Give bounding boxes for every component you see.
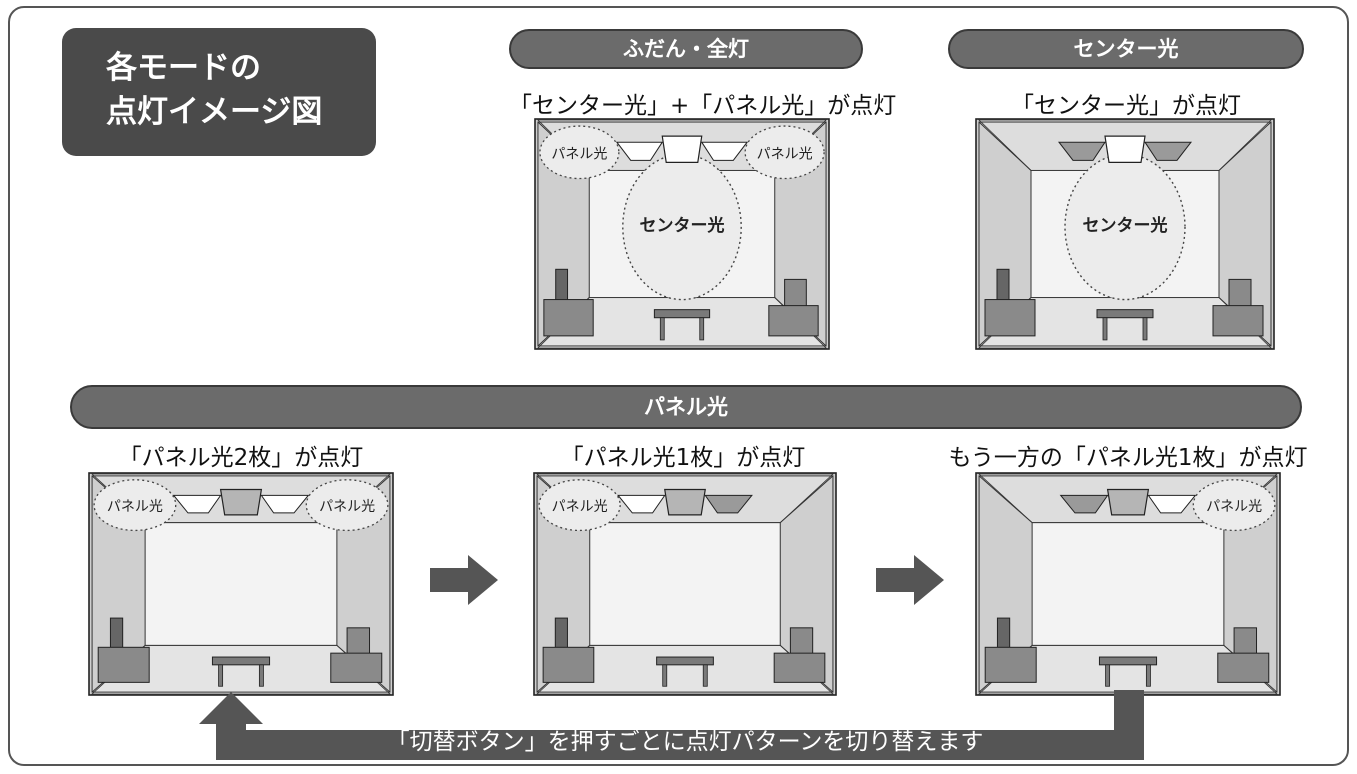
right-arrow-icon	[430, 555, 498, 605]
right-panel-light-area	[744, 125, 825, 180]
center-fixture	[664, 488, 706, 516]
tv-stand-icon	[984, 299, 1036, 337]
table-icon	[211, 656, 271, 666]
room-inner-border	[978, 121, 1272, 347]
right-panel-fixture	[704, 494, 753, 514]
title-line-1: 各モードの	[106, 50, 261, 86]
left-panel-fixture	[615, 141, 664, 161]
center-fixture	[1104, 135, 1146, 163]
header-center: センター光	[948, 29, 1304, 69]
tv-icon	[554, 617, 568, 652]
room-back-wall	[144, 522, 338, 646]
diagram-frame	[8, 6, 1349, 766]
left-panel-fixture	[617, 494, 666, 514]
right-arrow-icon-2	[876, 555, 944, 605]
table-icon	[656, 656, 714, 666]
header-panel: パネル光	[70, 385, 1302, 429]
room-inner-border	[537, 121, 827, 347]
tv-icon	[996, 617, 1011, 652]
sofa-seat-icon	[1217, 652, 1270, 683]
tv-icon	[555, 268, 569, 305]
tv-icon	[996, 268, 1010, 305]
right-panel-fixture	[1144, 141, 1193, 161]
cycle-instruction: 「切替ボタン」を押すごとに点灯パターンを切り替えます	[386, 729, 984, 755]
header-normal: ふだん・全灯	[509, 29, 863, 69]
left-panel-fixture	[1059, 494, 1109, 514]
left-panel-fixture	[1057, 141, 1106, 161]
caption-normal: 「センター光」+「パネル光」が点灯	[509, 93, 897, 119]
right-panel-fixture	[260, 494, 310, 514]
tv-stand-icon	[543, 299, 594, 337]
room-normal: センター光 パネル光 パネル光	[534, 118, 830, 350]
center-fixture	[1106, 488, 1150, 516]
sofa-seat-icon	[1212, 305, 1264, 337]
sofa-seat-icon	[768, 305, 819, 337]
right-panel-fixture	[700, 141, 749, 161]
room-inner-border	[536, 475, 834, 693]
tv-icon	[109, 617, 124, 652]
caption-panel-2: 「パネル光2枚」が点灯	[118, 445, 364, 471]
room-panel-other: パネル光	[975, 472, 1281, 696]
right-panel-light-area	[305, 479, 389, 532]
left-panel-light-area	[539, 125, 620, 180]
table-icon	[1096, 309, 1154, 319]
center-light-area	[1064, 153, 1186, 301]
right-panel-label: パネル光	[319, 499, 375, 515]
tv-stand-icon	[97, 646, 150, 683]
left-panel-fixture	[172, 494, 222, 514]
caption-panel-1: 「パネル光1枚」が点灯	[560, 445, 806, 471]
left-panel-light-area	[538, 479, 621, 532]
center-light-label: センター光	[640, 215, 725, 236]
room-center: センター光	[975, 118, 1275, 350]
left-panel-label: パネル光	[552, 499, 608, 515]
left-panel-label: パネル光	[107, 499, 163, 515]
left-panel-label: パネル光	[551, 146, 607, 162]
room-inner-border	[91, 475, 391, 693]
caption-panel-other: もう一方の「パネル光1枚」が点灯	[948, 445, 1308, 471]
room-back-wall	[1031, 522, 1225, 646]
table-icon	[1098, 656, 1158, 666]
title-line-2: 点灯イメージ図	[106, 94, 323, 130]
table-icon	[653, 309, 711, 319]
tv-stand-icon	[984, 646, 1037, 683]
sofa-seat-icon	[330, 652, 383, 683]
cycle-arrow-icon	[199, 690, 1144, 760]
center-fixture	[661, 135, 703, 163]
right-panel-label: パネル光	[757, 146, 813, 162]
tv-stand-icon	[542, 646, 595, 683]
center-light-label: センター光	[1083, 215, 1168, 236]
caption-center: 「センター光」が点灯	[1011, 93, 1241, 119]
room-back-wall	[589, 522, 781, 646]
sofa-seat-icon	[773, 652, 826, 683]
room-panel-1: パネル光	[533, 472, 837, 696]
room-panel-2: パネル光 パネル光	[88, 472, 394, 696]
title-box: 各モードの 点灯イメージ図	[62, 28, 376, 156]
center-fixture	[219, 488, 263, 516]
right-panel-fixture	[1147, 494, 1197, 514]
right-panel-label: パネル光	[1206, 499, 1262, 515]
